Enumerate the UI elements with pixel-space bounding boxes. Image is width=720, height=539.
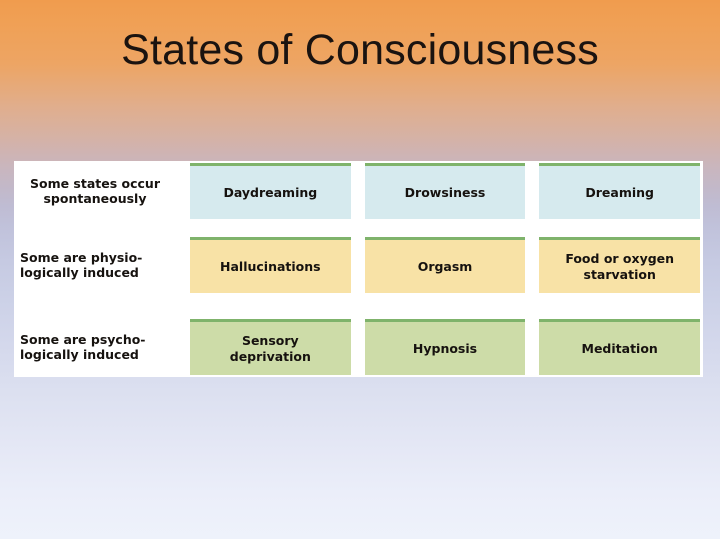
states-of-consciousness-table: Some states occur spontaneously Daydream… (14, 161, 703, 377)
page-title: States of Consciousness (121, 26, 599, 74)
cell-hypnosis: Hypnosis (364, 319, 526, 375)
table-row: Some states occur spontaneously Daydream… (14, 163, 703, 219)
cell-drowsiness: Drowsiness (364, 163, 526, 219)
cell-sensory-deprivation: Sensory deprivation (190, 319, 351, 375)
row-cells: Hallucinations Orgasm Food or oxygen sta… (176, 237, 703, 293)
cell-orgasm: Orgasm (364, 237, 526, 293)
row-label-physiologically-induced: Some are physio- logically induced (20, 249, 143, 281)
row-label-psychologically-induced: Some are psycho- logically induced (20, 331, 146, 363)
cell-dreaming: Dreaming (539, 163, 701, 219)
row-label-spontaneous: Some states occur spontaneously (29, 175, 160, 207)
cell-daydreaming: Daydreaming (190, 163, 351, 219)
cell-meditation: Meditation (539, 319, 701, 375)
cell-food-or-oxygen-starvation: Food or oxygen starvation (539, 237, 701, 293)
cell-hallucinations: Hallucinations (190, 237, 351, 293)
table-row: Some are physio- logically induced Hallu… (14, 237, 703, 293)
table-row: Some are psycho- logically induced Senso… (14, 319, 703, 375)
row-cells: Daydreaming Drowsiness Dreaming (176, 163, 703, 219)
row-cells: Sensory deprivation Hypnosis Meditation (176, 319, 703, 375)
